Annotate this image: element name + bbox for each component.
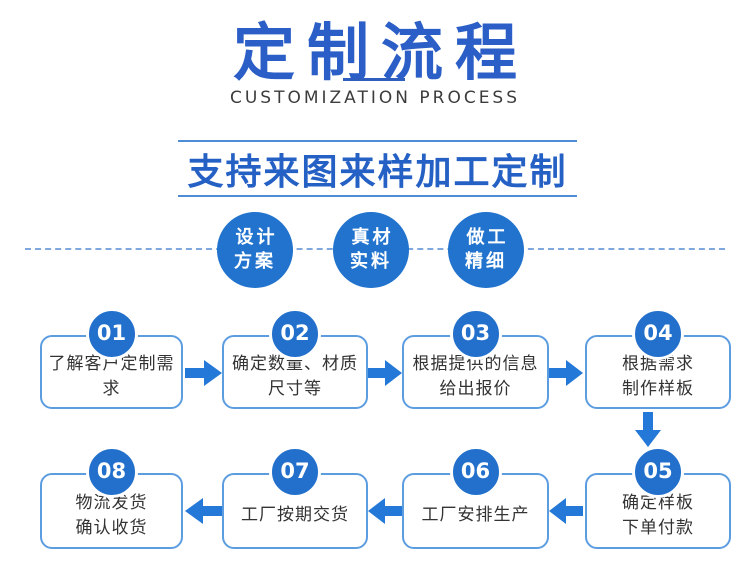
step-box-07: 07 工厂按期交货	[222, 446, 368, 549]
feature-circle-workmanship: 做工 精细	[448, 212, 524, 288]
arrow-down-icon	[635, 412, 661, 447]
step-text: 确定数量、材质 尺寸等	[232, 353, 358, 400]
step-text: 根据需求 制作样板	[622, 353, 694, 400]
step-box-01: 01 了解客户定制需 求	[40, 308, 183, 409]
arrow-left-icon	[185, 498, 222, 524]
step-number-badge: 03	[449, 308, 502, 360]
arrow-right-icon	[549, 360, 583, 386]
arrow-left-icon	[368, 498, 402, 524]
step-number-badge: 02	[269, 308, 321, 360]
feature-circle-design: 设计 方案	[217, 212, 293, 288]
step-number-badge: 01	[85, 308, 138, 360]
step-text: 了解客户定制需 求	[48, 353, 175, 400]
page-title: 定制流程	[232, 16, 529, 89]
step-box-08: 08 物流发货 确认收货	[40, 446, 183, 549]
arrow-right-icon	[185, 360, 222, 386]
step-text: 根据提供的信息 给出报价	[412, 353, 539, 400]
step-box-02: 02 确定数量、材质 尺寸等	[222, 308, 368, 409]
step-text: 工厂按期交货	[241, 505, 349, 526]
title-underline	[343, 78, 405, 81]
step-number-badge: 08	[85, 446, 138, 498]
feature-circle-material: 真材 实料	[333, 212, 409, 288]
step-box-06: 06 工厂安排生产	[402, 446, 549, 549]
step-text: 物流发货 确认收货	[75, 492, 148, 539]
step-box-04: 04 根据需求 制作样板	[585, 308, 731, 409]
step-number-badge: 05	[632, 446, 684, 498]
arrow-left-icon	[549, 498, 583, 524]
banner: 支持来图来样加工定制	[178, 140, 577, 197]
step-text: 工厂安排生产	[421, 505, 530, 526]
banner-text: 支持来图来样加工定制	[187, 151, 568, 193]
page-subtitle: CUSTOMIZATION PROCESS	[229, 88, 521, 108]
step-number-badge: 07	[269, 446, 321, 498]
step-text: 确定样板 下单付款	[622, 492, 694, 539]
step-box-03: 03 根据提供的信息 给出报价	[402, 308, 549, 409]
step-number-badge: 04	[632, 308, 684, 360]
step-box-05: 05 确定样板 下单付款	[585, 446, 731, 549]
arrow-right-icon	[368, 360, 402, 386]
step-number-badge: 06	[449, 446, 502, 498]
